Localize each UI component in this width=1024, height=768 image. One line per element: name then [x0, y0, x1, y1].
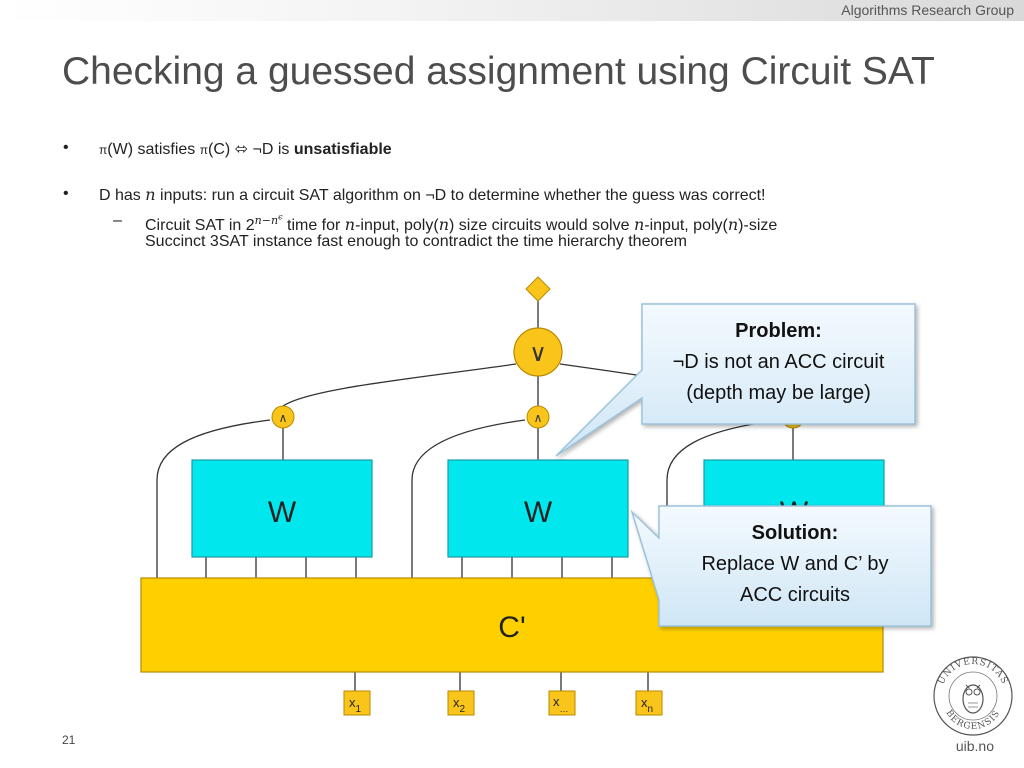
top-bar: Algorithms Research Group	[0, 0, 1024, 21]
or-gate-label: ∨	[529, 339, 547, 367]
header-org-name: Algorithms Research Group	[841, 2, 1014, 18]
solution-line-2: ACC circuits	[739, 584, 850, 606]
and-gate: ∧	[526, 405, 550, 429]
problem-callout	[555, 303, 916, 457]
input-x2: x2	[447, 690, 475, 716]
bullet-1-text-b: (C) ⬄ ¬D is	[208, 141, 294, 158]
problem-callout-text: Problem: ¬D is not an ACC circuit (depth…	[642, 316, 915, 409]
input-label: x2	[453, 695, 466, 715]
input-label: x1	[349, 695, 362, 715]
university-seal-icon: UNIVERSITAS BERGENSIS	[933, 656, 1013, 736]
bullet-marker: •	[63, 139, 69, 156]
sub-text: Circuit SAT in 2	[145, 216, 255, 234]
sub-bullet-line-1: Circuit SAT in 2n−nϵ time for n-input, p…	[145, 212, 777, 235]
and-gate-label: ∧	[279, 411, 288, 425]
math-n: n	[344, 214, 356, 234]
input-x1: x1	[343, 690, 371, 716]
math-n: n	[633, 214, 645, 234]
input-ellipsis: x…	[548, 690, 576, 716]
exponent: n−nϵ	[254, 212, 283, 227]
exponent-base: n−n	[254, 213, 279, 227]
bullet-2-text-a: D has	[99, 187, 146, 204]
math-n: n	[438, 214, 449, 234]
input-label: x…	[553, 694, 569, 714]
and-gate-label: ∧	[534, 411, 543, 425]
sub-text: )-size	[738, 216, 778, 234]
bullet-2-text-b: inputs: run a circuit SAT algorithm on ¬…	[155, 187, 766, 204]
w-label: W	[268, 496, 297, 529]
pi-symbol: π	[199, 143, 209, 157]
and-gate: ∧	[271, 405, 295, 429]
bullet-marker: •	[63, 185, 69, 202]
exponent-epsilon: ϵ	[278, 212, 283, 221]
or-gate: ∨	[513, 327, 563, 377]
sub-text: time for	[282, 216, 345, 234]
page-number: 21	[62, 733, 76, 747]
sub-text: -input, poly(	[644, 216, 728, 234]
input-xn: xn	[635, 690, 663, 716]
bullet-1-text-a: (W) satisfies	[107, 141, 200, 158]
solution-line-1: Replace W and C’ by	[701, 553, 889, 575]
math-n: n	[727, 214, 739, 234]
solution-callout	[630, 505, 932, 627]
problem-line-2: (depth may be large)	[686, 382, 871, 404]
wires	[156, 300, 869, 691]
sub-bullet-line-2: Succinct 3SAT instance fast enough to co…	[145, 233, 687, 250]
sub-text: -input, poly(	[355, 216, 439, 234]
w-box: W	[447, 459, 629, 558]
w-label: W	[524, 496, 553, 529]
solution-title: Solution:	[751, 522, 839, 544]
solution-callout-text: Solution: Replace W and C’ by ACC circui…	[659, 518, 931, 611]
problem-line-1: ¬D is not an ACC circuit	[672, 351, 885, 373]
w-box: W	[191, 459, 373, 558]
bullet-1-bold: unsatisfiable	[293, 141, 392, 158]
bullet-2: D has n inputs: run a circuit SAT algori…	[99, 185, 765, 205]
footer-url: uib.no	[955, 738, 994, 754]
input-label: xn	[641, 695, 653, 715]
output-node	[525, 276, 551, 302]
slide-title: Checking a guessed assignment using Circ…	[62, 50, 935, 93]
problem-title: Problem:	[735, 320, 822, 342]
sub-bullet-marker: –	[113, 212, 122, 229]
bullet-1: π(W) satisfies π(C) ⬄ ¬D is unsatisfiabl…	[99, 139, 392, 159]
sub-text: ) size circuits would solve	[449, 216, 634, 234]
pi-symbol: π	[99, 143, 108, 157]
math-n: n	[145, 185, 156, 204]
c-prime-label: C'	[498, 611, 525, 644]
